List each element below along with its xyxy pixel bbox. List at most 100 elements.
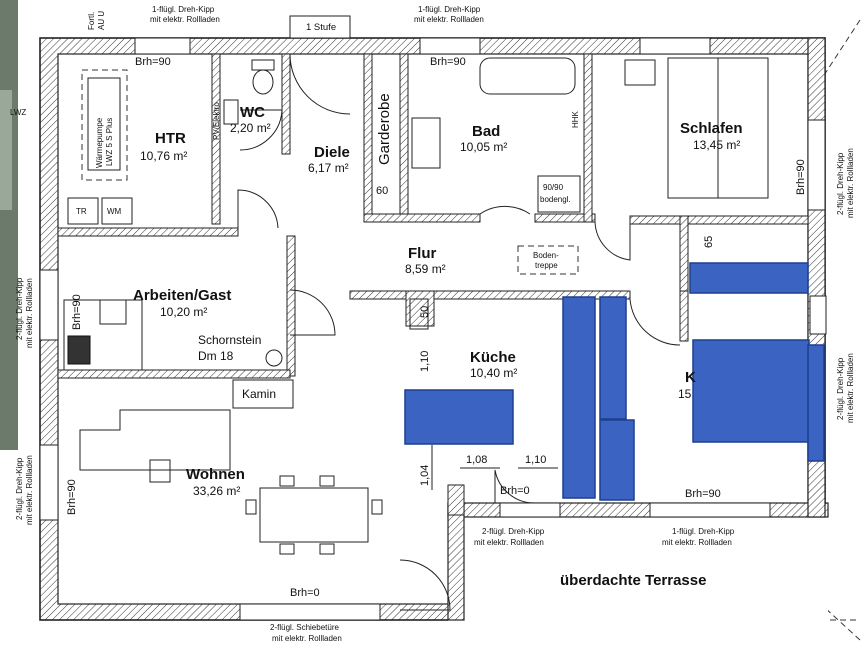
room-label-terrasse: überdachte Terrasse <box>560 572 706 589</box>
room-label-garderobe: Garderobe <box>376 93 393 165</box>
office-chair <box>99 299 127 325</box>
brh-label: Brh=0 <box>500 485 530 497</box>
dining-chair <box>371 499 383 515</box>
window-note: 2-flügl. Dreh-Kipp <box>836 357 845 420</box>
dim-108: 1,08 <box>466 454 487 466</box>
room-label-schlafen: Schlafen <box>680 120 743 137</box>
photo-background-strip <box>0 0 18 450</box>
attic-stair-label: Boden- <box>533 251 559 260</box>
window-note: 1-flügl. Dreh-Kipp <box>152 5 215 14</box>
door-arc-kind <box>629 298 681 346</box>
dim-110-vertical: 1,10 <box>419 351 431 372</box>
window-note: mit elektr. Rollladen <box>150 15 220 24</box>
wc-sink <box>223 99 239 125</box>
blue-block-top-right <box>689 262 809 294</box>
wall-bad-bottom-2 <box>534 213 596 223</box>
terrace-area <box>448 503 828 623</box>
window-note: 2-flügl. Dreh-Kipp <box>15 277 24 340</box>
room-label-htr: HTR <box>155 130 186 147</box>
window-right-schlafen <box>807 119 826 211</box>
room-area-arbeiten: 10,20 m² <box>160 305 207 319</box>
wall-schlafen-bottom <box>629 215 809 225</box>
attic-stair <box>517 245 579 275</box>
wall-wohnen-right <box>447 484 465 516</box>
window-note: mit elektr. Rollladen <box>662 538 732 547</box>
armchair <box>149 459 171 483</box>
room-area-wc: 2,20 m² <box>230 121 271 135</box>
dim-110-horizontal: 1,10 <box>525 454 546 466</box>
room-area-diele: 6,17 m² <box>308 161 349 175</box>
dining-chair <box>279 475 295 487</box>
shower-type: bodengl. <box>540 195 571 204</box>
wall-bad-left <box>399 53 409 220</box>
brh-label: Brh=0 <box>290 587 320 599</box>
window-note: 2-flügl. Dreh-Kipp <box>836 152 845 215</box>
room-label-bad: Bad <box>472 123 500 140</box>
hhk-label: HHK <box>571 110 580 128</box>
heat-pump-box <box>81 69 128 181</box>
window-note: mit elektr. Rollladen <box>474 538 544 547</box>
door-arc-schlafen <box>594 221 631 261</box>
room-area-htr: 10,76 m² <box>140 149 187 163</box>
terrace-corner-wall <box>447 502 465 621</box>
toilet-bowl <box>252 69 274 95</box>
nightstand <box>624 59 656 86</box>
blue-block-tall-right <box>599 296 627 420</box>
heat-pump <box>87 77 121 171</box>
tr-box <box>67 197 99 225</box>
toilet-tank <box>251 59 275 71</box>
wall-arbeiten-bottom <box>57 369 291 379</box>
window-note: 2-flügl. Dreh-Kipp <box>15 457 24 520</box>
brh-label: Brh=90 <box>795 159 807 195</box>
white-block-right <box>809 295 827 335</box>
room-label-kueche: Küche <box>470 349 516 366</box>
brh-label: Brh=90 <box>430 56 466 68</box>
entrance-step <box>289 15 351 39</box>
room-label-kind: K <box>685 369 696 386</box>
dim-104: 1,04 <box>419 465 431 486</box>
shower-size: 90/90 <box>543 183 564 192</box>
wall-garderobe <box>363 53 373 220</box>
heatpump-model: LWZ 5 S Plus <box>105 118 114 166</box>
room-area-schlafen: 13,45 m² <box>693 138 740 152</box>
shower-tray <box>537 175 581 213</box>
window-bad-top <box>419 37 481 55</box>
room-label-wc: WC <box>240 104 265 121</box>
window-note: 1-flügl. Dreh-Kipp <box>418 5 481 14</box>
dining-chair <box>319 543 335 555</box>
wall-bad-bottom <box>363 213 481 223</box>
blue-block-bottom <box>599 419 635 501</box>
door-arc-kueche <box>399 559 451 611</box>
dim-60: 60 <box>376 185 388 197</box>
wm-box <box>101 197 133 225</box>
kamin-box <box>232 379 294 409</box>
room-label-wohnen: Wohnen <box>186 466 245 483</box>
blue-block-tall-left <box>562 296 596 499</box>
room-area-flur: 8,59 m² <box>405 262 446 276</box>
window-note: mit elektr. Rollladen <box>846 148 855 218</box>
pv-label: PV/Elektro <box>212 102 221 140</box>
bathroom-sink <box>411 117 441 169</box>
kamin-label: Kamin <box>242 387 276 401</box>
door-arc-arbeiten <box>289 289 336 336</box>
room-label-arbeiten: Arbeiten/Gast <box>133 287 231 304</box>
window-note: mit elektr. Rollladen <box>846 353 855 423</box>
window-note: mit elektr. Rollladen <box>414 15 484 24</box>
window-note: mit elektr. Rollladen <box>25 278 34 348</box>
window-schlafen-top <box>639 37 711 55</box>
blue-block-kitchen-island <box>404 389 514 445</box>
door-arc-htr <box>237 189 279 229</box>
window-left-arbeiten <box>39 269 59 341</box>
chimney-dm: Dm 18 <box>198 349 234 363</box>
window-note: mit elektr. Rollladen <box>25 455 34 525</box>
wall-wc-right <box>281 53 291 155</box>
brh-label: Brh=90 <box>685 488 721 500</box>
dining-chair <box>245 499 257 515</box>
brh-label: Brh=90 <box>135 56 171 68</box>
fortluft-label: Fortl. <box>87 12 96 30</box>
lwz-label: LWZ <box>10 108 26 117</box>
wall-kueche-left <box>405 290 435 327</box>
room-area-bad: 10,05 m² <box>460 140 507 154</box>
room-area-wohnen: 33,26 m² <box>193 484 240 498</box>
